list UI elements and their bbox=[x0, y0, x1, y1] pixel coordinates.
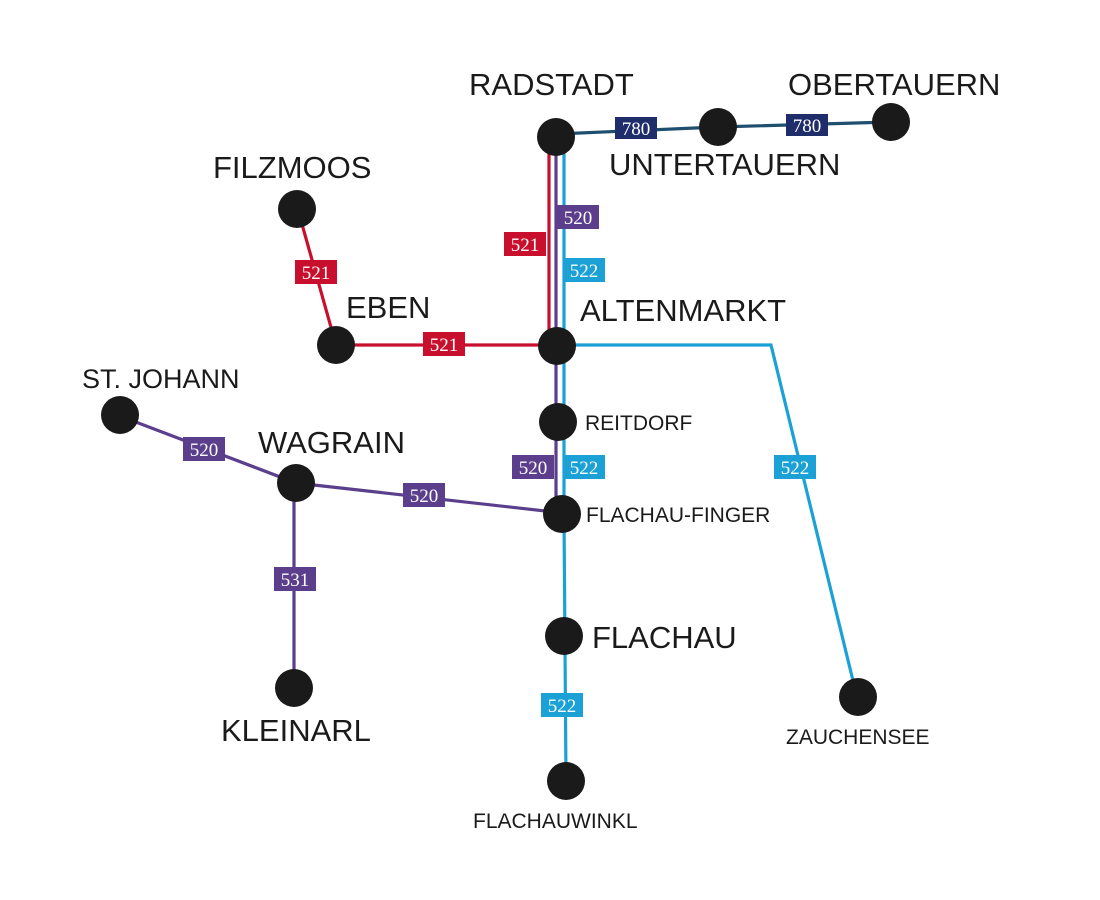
label-eben: EBEN bbox=[346, 290, 430, 325]
stop-filzmoos[interactable] bbox=[278, 190, 316, 228]
label-kleinarl: KLEINARL bbox=[221, 713, 371, 748]
stops bbox=[101, 103, 910, 800]
svg-text:780: 780 bbox=[622, 119, 651, 140]
stop-obertauern[interactable] bbox=[872, 103, 910, 141]
svg-text:531: 531 bbox=[281, 570, 310, 591]
line-badge-521: 521 bbox=[504, 232, 546, 256]
label-wagrain: WAGRAIN bbox=[258, 425, 405, 460]
stop-flachau-finger[interactable] bbox=[543, 495, 581, 533]
label-zauchensee: ZAUCHENSEE bbox=[786, 726, 930, 749]
line-badge-521: 521 bbox=[423, 332, 465, 356]
stop-eben[interactable] bbox=[317, 326, 355, 364]
svg-text:780: 780 bbox=[793, 116, 822, 137]
label-reitdorf: REITDORF bbox=[585, 412, 692, 435]
route-tracks bbox=[119, 120, 891, 781]
line-badge-520: 520 bbox=[512, 455, 554, 479]
stop-zauchensee[interactable] bbox=[839, 678, 877, 716]
place-labels: RADSTADT OBERTAUERN UNTERTAUERN FILZMOOS… bbox=[82, 67, 1000, 833]
svg-text:522: 522 bbox=[570, 458, 599, 479]
svg-text:520: 520 bbox=[519, 458, 548, 479]
label-obertauern: OBERTAUERN bbox=[788, 67, 1000, 102]
svg-text:520: 520 bbox=[564, 208, 593, 229]
label-flachauwinkl: FLACHAUWINKL bbox=[473, 810, 638, 833]
label-st-johann: ST. JOHANN bbox=[82, 364, 240, 394]
svg-text:522: 522 bbox=[781, 458, 810, 479]
line-badge-520: 520 bbox=[557, 205, 599, 229]
line-badge-522: 522 bbox=[774, 455, 816, 479]
line-badge-522: 522 bbox=[563, 258, 605, 282]
line-badge-522: 522 bbox=[541, 693, 583, 717]
svg-text:521: 521 bbox=[430, 335, 459, 356]
svg-text:521: 521 bbox=[302, 263, 331, 284]
stop-st-johann[interactable] bbox=[101, 396, 139, 434]
line-badge-520: 520 bbox=[403, 483, 445, 507]
route-522-track-altenmarkt-zauchensee bbox=[564, 343, 859, 698]
stop-kleinarl[interactable] bbox=[275, 669, 313, 707]
svg-text:522: 522 bbox=[570, 261, 599, 282]
stop-altenmarkt[interactable] bbox=[538, 327, 576, 365]
line-badge-521: 521 bbox=[295, 260, 337, 284]
svg-text:522: 522 bbox=[548, 696, 577, 717]
label-radstadt: RADSTADT bbox=[469, 67, 634, 102]
stop-untertauern[interactable] bbox=[699, 108, 737, 146]
stop-wagrain[interactable] bbox=[277, 464, 315, 502]
label-flachau: FLACHAU bbox=[592, 620, 737, 655]
svg-text:520: 520 bbox=[190, 440, 219, 461]
line-badge-531: 531 bbox=[274, 567, 316, 591]
line-badge-780: 780 bbox=[786, 114, 828, 137]
stop-radstadt[interactable] bbox=[537, 118, 575, 156]
svg-text:521: 521 bbox=[511, 235, 540, 256]
label-filzmoos: FILZMOOS bbox=[213, 150, 371, 185]
line-badge-780: 780 bbox=[615, 117, 657, 140]
stop-flachau[interactable] bbox=[545, 617, 583, 655]
label-flachau-finger: FLACHAU-FINGER bbox=[586, 504, 770, 527]
stop-flachauwinkl[interactable] bbox=[547, 762, 585, 800]
line-badges: 780 780 521 521 521 520 520 bbox=[183, 114, 828, 717]
line-badge-520: 520 bbox=[183, 437, 225, 461]
label-untertauern: UNTERTAUERN bbox=[609, 147, 840, 182]
line-badge-522: 522 bbox=[563, 455, 605, 479]
label-altenmarkt: ALTENMARKT bbox=[580, 293, 786, 328]
stop-reitdorf[interactable] bbox=[539, 403, 577, 441]
svg-text:520: 520 bbox=[410, 486, 439, 507]
